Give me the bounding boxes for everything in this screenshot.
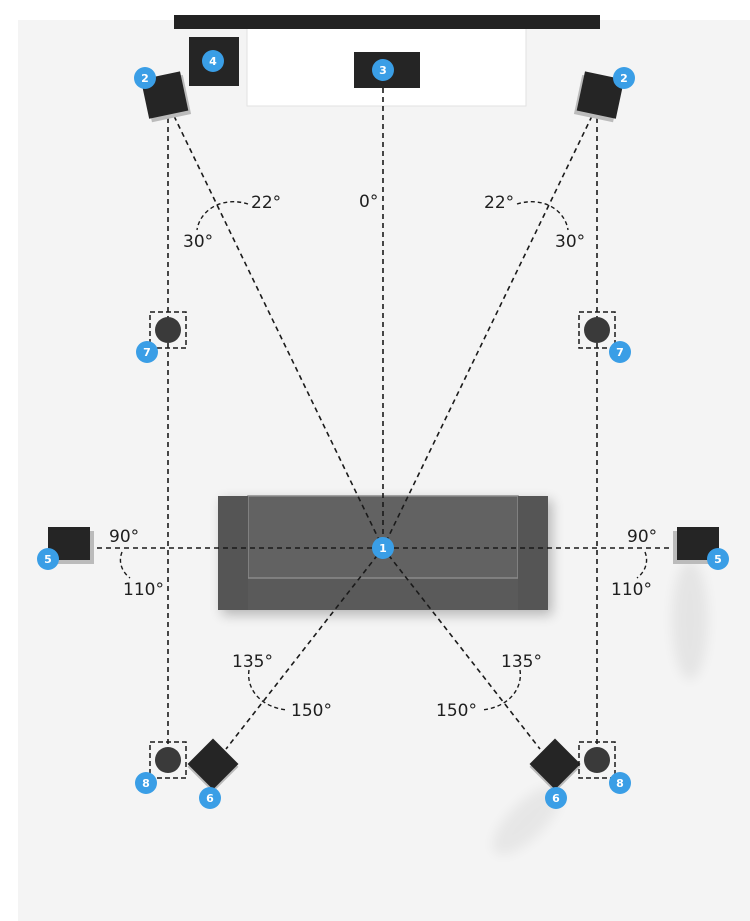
badge-height-rear-left: 8: [135, 772, 157, 794]
arc-front-right: [516, 201, 569, 231]
svg-text:6: 6: [206, 792, 214, 805]
svg-text:1: 1: [379, 542, 387, 555]
angle-center: 0°: [359, 192, 378, 212]
badge-front-right: 2: [613, 67, 635, 89]
rear-right-speaker: [492, 738, 581, 855]
angle-rear-right-max: 150°: [436, 701, 477, 721]
svg-text:8: 8: [142, 777, 150, 790]
badge-rear-left: 6: [199, 787, 221, 809]
svg-text:7: 7: [143, 346, 151, 359]
svg-text:7: 7: [616, 346, 624, 359]
height-rear-right-speaker: [578, 741, 616, 779]
angle-front-right-max: 30°: [555, 232, 585, 252]
badge-height-front-left: 7: [136, 341, 158, 363]
angle-front-left-min: 22°: [251, 193, 281, 213]
svg-text:4: 4: [209, 55, 217, 68]
height-rear-left-speaker: [149, 741, 187, 779]
arc-front-left: [196, 201, 249, 231]
arc-rear-left: [247, 669, 289, 711]
front-left-guide: [173, 115, 384, 549]
arc-rear-right: [480, 669, 522, 711]
angle-labels: 0° 22° 30° 22° 30° 90° 110° 90° 110° 135…: [109, 192, 657, 721]
height-front-left-speaker: [149, 311, 187, 349]
rear-right-guide: [382, 547, 541, 750]
badge-rear-right: 6: [545, 787, 567, 809]
badge-listener: 1: [372, 537, 394, 559]
angle-arcs: [119, 201, 648, 711]
angle-side-right-min: 90°: [627, 527, 657, 547]
svg-text:2: 2: [620, 72, 628, 85]
angle-side-left-min: 90°: [109, 527, 139, 547]
angle-rear-left-max: 150°: [291, 701, 332, 721]
badge-height-front-right: 7: [609, 341, 631, 363]
svg-text:6: 6: [552, 792, 560, 805]
height-front-right-speaker: [578, 311, 616, 349]
angle-rear-right-min: 135°: [501, 652, 542, 672]
svg-text:8: 8: [616, 777, 624, 790]
badges: 4 3 2 2 7 7 1 5 5 8 6 6 8: [37, 50, 729, 809]
angle-front-left-max: 30°: [183, 232, 213, 252]
arc-side-right: [636, 551, 648, 579]
svg-text:3: 3: [379, 64, 387, 77]
rear-left-guide: [225, 547, 384, 750]
svg-text:2: 2: [141, 72, 149, 85]
badge-front-left: 2: [134, 67, 156, 89]
guide-lines: [88, 88, 676, 750]
badge-subwoofer: 4: [202, 50, 224, 72]
arc-side-left: [119, 551, 131, 579]
angle-front-right-min: 22°: [484, 193, 514, 213]
badge-surround-left: 5: [37, 548, 59, 570]
sofa-icon: [218, 495, 552, 615]
angle-side-right-max: 110°: [611, 580, 652, 600]
front-right-guide: [382, 115, 593, 549]
angle-side-left-max: 110°: [123, 580, 164, 600]
front-right-speaker: [573, 71, 625, 123]
rear-left-speaker: [187, 738, 239, 793]
room-floor: [18, 20, 750, 921]
svg-text:5: 5: [44, 553, 52, 566]
badge-center: 3: [372, 59, 394, 81]
badge-surround-right: 5: [707, 548, 729, 570]
screen-bar: [174, 15, 600, 29]
badge-height-rear-right: 8: [609, 772, 631, 794]
svg-text:5: 5: [714, 553, 722, 566]
angle-rear-left-min: 135°: [232, 652, 273, 672]
